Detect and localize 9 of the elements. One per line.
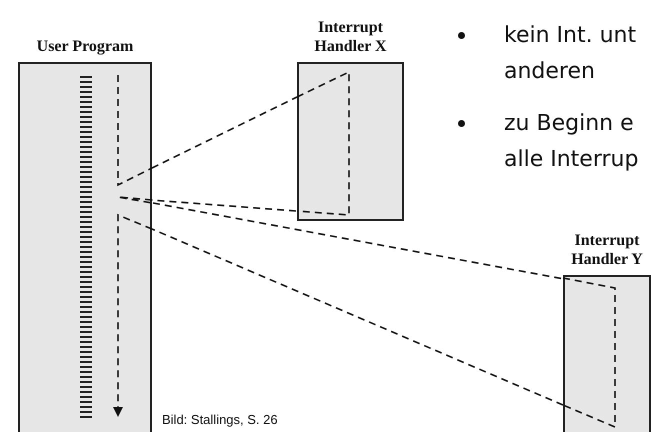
caption: Bild: Stallings, S. 26 — [160, 412, 280, 428]
box-title: Interrupt Handler X — [313, 18, 388, 56]
box-title: User Program — [36, 37, 134, 56]
bullet-text: kein Int. unt anderen — [504, 22, 638, 86]
box-title: Interrupt Handler Y — [570, 231, 644, 269]
connector-line — [152, 96, 298, 169]
connector-line — [152, 228, 564, 406]
connector-line — [150, 199, 296, 212]
bullet-text: zu Beginn e alle Interrup — [504, 110, 640, 174]
